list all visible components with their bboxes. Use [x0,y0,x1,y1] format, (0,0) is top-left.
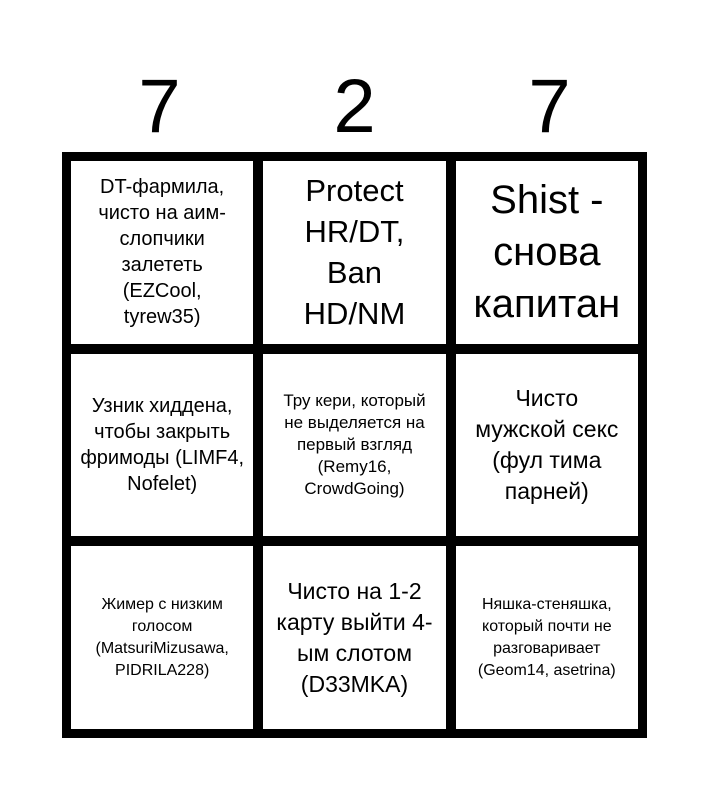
bingo-cell-9[interactable]: Няшка-стеняшка, который почти не разгова… [455,546,638,729]
bingo-cell-1[interactable]: DT-фармила, чисто на аим-слопчики залете… [71,161,254,344]
cell-text: Тру кери, который не выделяется на первы… [283,390,426,498]
cell-text: Protect HR/DT, Ban HD/NM [303,173,406,332]
bingo-cell-7[interactable]: Жимер с низким голосом (MatsuriMizusawa,… [71,546,254,729]
cell-text: Няшка-стеняшка, который почти не разгова… [477,595,616,679]
bingo-cell-3[interactable]: Shist - снова капитан [455,161,638,344]
header-number-2: 2 [333,64,376,149]
cell-text: Жимер с низким голосом (MatsuriMizusawa,… [95,595,229,679]
bingo-cell-4[interactable]: Узник хиддена, чтобы закрыть фримоды (LI… [71,353,254,537]
bingo-header: 7 2 7 [62,62,647,152]
bingo-cell-8[interactable]: Чисто на 1-2 карту выйти 4-ым слотом (D3… [263,546,446,729]
header-number-3: 7 [528,64,571,149]
bingo-cell-6[interactable]: Чисто мужской секс (фул тима парней) [455,353,638,537]
header-number-1: 7 [138,64,181,149]
cell-text: DT-фармила, чисто на аим-слопчики залете… [98,176,226,329]
cell-text: Shist - снова капитан [473,178,621,327]
cell-text: Чисто на 1-2 карту выйти 4-ым слотом (D3… [276,577,433,697]
bingo-board: DT-фармила, чисто на аим-слопчики залете… [62,152,647,738]
cell-text: Узник хиддена, чтобы закрыть фримоды (LI… [80,394,244,495]
bingo-cell-2[interactable]: Protect HR/DT, Ban HD/NM [263,161,446,344]
bingo-cell-5[interactable]: Тру кери, который не выделяется на первы… [263,353,446,537]
cell-text: Чисто мужской секс (фул тима парней) [475,384,619,504]
